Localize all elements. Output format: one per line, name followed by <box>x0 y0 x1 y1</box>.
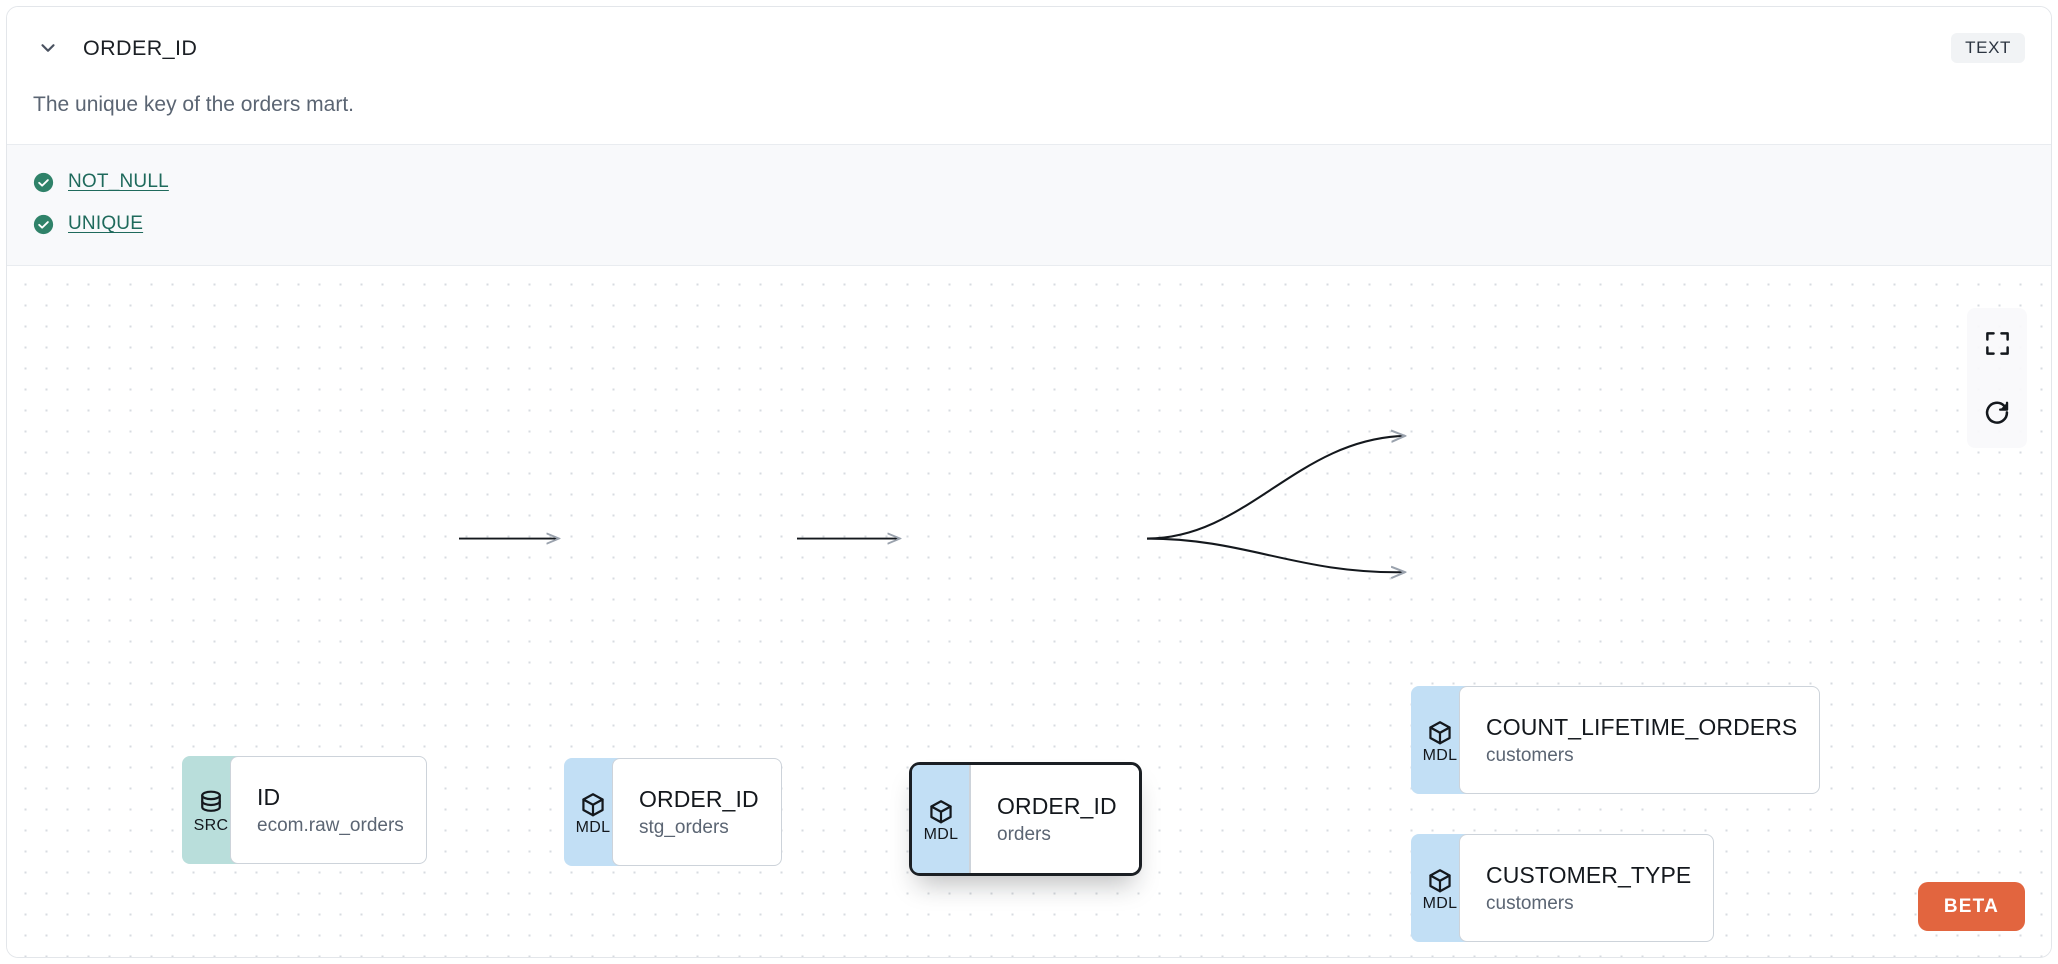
node-column-name: COUNT_LIFETIME_ORDERS <box>1486 713 1798 740</box>
refresh-icon <box>1985 401 2009 425</box>
lineage-node-mdl-count-lifetime-orders[interactable]: MDL COUNT_LIFETIME_ORDERS customers <box>1411 686 1821 795</box>
test-link-not-null[interactable]: NOT_NULL <box>68 171 169 193</box>
test-row[interactable]: UNIQUE <box>33 203 2025 245</box>
cube-icon <box>1429 868 1451 893</box>
node-body: COUNT_LIFETIME_ORDERS customers <box>1459 686 1821 795</box>
node-body: ID ecom.raw_orders <box>230 756 427 865</box>
page-title: ORDER_ID <box>83 35 198 60</box>
column-type-badge: TEXT <box>1951 33 2025 63</box>
cube-icon <box>930 799 952 824</box>
node-table-name: orders <box>997 823 1051 845</box>
node-badge-label: MDL <box>923 825 959 843</box>
lineage-node-mdl-orders-selected[interactable]: MDL ORDER_ID orders <box>909 762 1142 877</box>
node-column-name: ORDER_ID <box>997 792 1117 819</box>
edge-orders-to-count-lifetime-orders <box>1146 436 1405 540</box>
node-body: CUSTOMER_TYPE customers <box>1459 834 1715 943</box>
node-table-name: ecom.raw_orders <box>257 814 404 836</box>
title-row: ORDER_ID <box>33 31 2025 65</box>
tests-section: NOT_NULL UNIQUE <box>7 144 2051 267</box>
column-detail-panel: ORDER_ID TEXT The unique key of the orde… <box>6 6 2052 958</box>
node-column-name: CUSTOMER_TYPE <box>1486 861 1692 888</box>
cube-icon <box>1429 720 1451 745</box>
node-table-name: customers <box>1486 892 1574 914</box>
node-badge-label: MDL <box>575 818 611 836</box>
fit-view-button[interactable] <box>1967 308 2027 378</box>
node-table-name: stg_orders <box>639 816 729 838</box>
database-icon <box>201 790 221 812</box>
column-description: The unique key of the orders mart. <box>33 93 354 116</box>
test-link-unique[interactable]: UNIQUE <box>68 213 144 235</box>
node-body: ORDER_ID orders <box>970 765 1139 874</box>
panel-header: ORDER_ID TEXT The unique key of the orde… <box>7 7 2051 145</box>
test-row[interactable]: NOT_NULL <box>33 161 2025 203</box>
canvas-controls <box>1967 308 2027 449</box>
node-badge-label: SRC <box>193 816 229 834</box>
check-circle-icon <box>33 214 54 234</box>
lineage-canvas[interactable]: SRC ID ecom.raw_orders MDL ORDER_ID stg_… <box>7 266 2051 957</box>
node-body: ORDER_ID stg_orders <box>612 758 782 867</box>
fullscreen-icon <box>1985 331 2009 355</box>
refresh-button[interactable] <box>1967 378 2027 448</box>
edge-orders-to-customer-type <box>1146 537 1405 573</box>
node-column-name: ID <box>257 783 281 810</box>
node-table-name: customers <box>1486 744 1574 766</box>
beta-badge[interactable]: BETA <box>1917 882 2025 931</box>
cube-icon <box>582 792 604 817</box>
chevron-down-icon[interactable] <box>33 33 63 63</box>
check-circle-icon <box>33 172 54 192</box>
node-column-name: ORDER_ID <box>639 785 759 812</box>
node-type-badge-mdl: MDL <box>912 765 970 874</box>
lineage-node-mdl-stg-orders[interactable]: MDL ORDER_ID stg_orders <box>564 758 782 867</box>
node-badge-label: MDL <box>1422 894 1458 912</box>
lineage-node-src-id[interactable]: SRC ID ecom.raw_orders <box>182 756 427 865</box>
node-badge-label: MDL <box>1422 746 1458 764</box>
lineage-node-mdl-customer-type[interactable]: MDL CUSTOMER_TYPE customers <box>1411 834 1715 943</box>
